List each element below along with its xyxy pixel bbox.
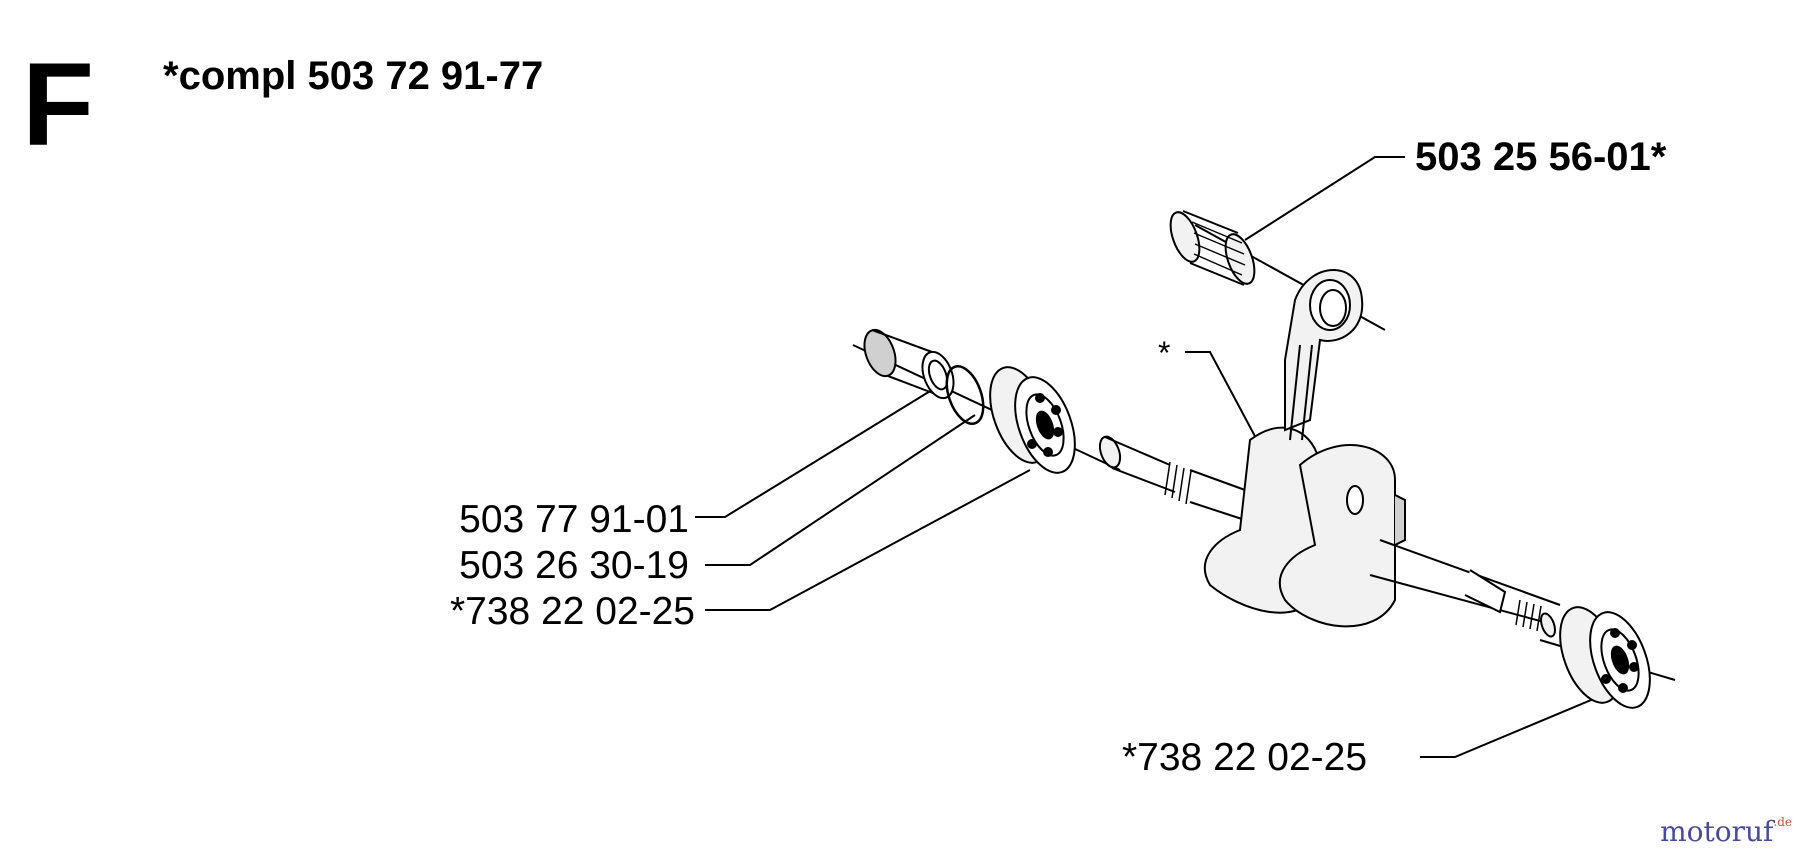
- crankshaft-right-shaft: [1369, 539, 1561, 638]
- crank-web-back: [1394, 494, 1406, 546]
- needle-bearing-drawing: [1169, 210, 1256, 286]
- leader-piston-pin: [695, 384, 941, 518]
- leader-crankshaft: [1185, 351, 1266, 456]
- leader-needle-bearing: [1244, 156, 1405, 241]
- watermark-logo: motoruf.de: [1660, 815, 1792, 848]
- connecting-rod-drawing: [1284, 269, 1364, 441]
- ball-bearing-right-drawing: [1559, 606, 1651, 709]
- crankshaft-marker: *: [1158, 335, 1171, 371]
- watermark-suffix: .de: [1773, 815, 1792, 829]
- leader-ball-bearing-left: [705, 469, 1031, 611]
- crankshaft-left-stub: [1098, 435, 1246, 521]
- assembly-part-number: *compl 503 72 91-77: [163, 54, 544, 98]
- part-label-ball-bearing-left: *738 22 02-25: [449, 590, 695, 633]
- circlip-drawing: [945, 365, 985, 425]
- part-label-ball-bearing-right: *738 22 02-25: [1122, 736, 1368, 779]
- leader-circlip: [705, 414, 976, 566]
- part-label-circlip: 503 26 30-19: [459, 544, 689, 587]
- crank-pin-hole: [1346, 485, 1364, 515]
- leader-ball-bearing-right: [1420, 689, 1616, 758]
- part-label-needle-bearing: 503 25 56-01*: [1415, 135, 1667, 179]
- section-letter: F: [22, 39, 95, 171]
- part-label-piston-pin-sleeve: 503 77 91-01: [459, 498, 689, 541]
- ball-bearing-left-drawing: [989, 366, 1076, 474]
- piston-pin-sleeve-drawing: [863, 328, 955, 400]
- crank-web-right: [1278, 444, 1396, 628]
- watermark-brand: motoruf: [1660, 815, 1774, 848]
